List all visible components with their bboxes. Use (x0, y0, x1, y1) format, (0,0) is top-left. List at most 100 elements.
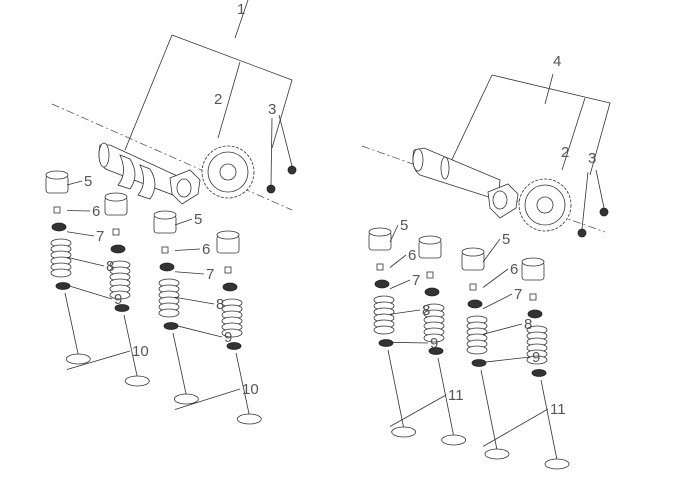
spring-coil (221, 328, 243, 338)
leader-line (482, 408, 549, 447)
cam-sprocket-left (201, 145, 255, 199)
leader-line (66, 231, 95, 237)
valve-shim (161, 246, 169, 254)
valve-stem (387, 349, 405, 429)
leader-line (389, 279, 411, 290)
callout-tappet: 5 (194, 211, 202, 228)
leader-line (174, 324, 223, 338)
spring-retainer (51, 222, 67, 232)
callout-tappet: 5 (502, 231, 510, 248)
valve-stem (123, 314, 138, 378)
callout-valve: 11 (448, 387, 464, 404)
camshaft-assembly-left: 1 2 3 (51, 0, 297, 211)
cam-sprocket-right (518, 178, 572, 232)
valve-stem (64, 292, 79, 356)
callout-shim: 6 (202, 241, 210, 258)
valve-stem (437, 357, 455, 437)
camshaft-right (412, 147, 519, 219)
callout-2-right: 2 (561, 144, 569, 161)
leader-line (389, 224, 399, 243)
spring-retainer (527, 309, 543, 319)
leader-line (174, 388, 241, 410)
tappet-top (521, 257, 545, 267)
spring-seat (55, 282, 71, 290)
callout-seat: 9 (114, 291, 122, 308)
callout-1: 1 (237, 1, 245, 18)
valve-stem (480, 369, 498, 451)
spring-coil (466, 345, 488, 355)
bolt-left (266, 114, 297, 194)
leader-line (66, 350, 131, 370)
valve-spring (50, 238, 72, 278)
valve-shim (529, 293, 537, 301)
callout-tappet: 5 (400, 217, 408, 234)
spring-seat (226, 342, 242, 350)
leader-line (174, 218, 193, 226)
spring-seat (531, 369, 547, 377)
callout-shim: 6 (510, 261, 518, 278)
spring-coil (373, 325, 395, 335)
spring-retainer (424, 287, 440, 297)
callout-3-left: 3 (268, 101, 276, 118)
callout-4: 4 (553, 53, 561, 70)
valve-stem (540, 379, 558, 461)
spring-seat (428, 347, 444, 355)
camshaft-left (98, 142, 201, 205)
leader-line (174, 248, 201, 251)
valve-head (391, 426, 417, 438)
spring-retainer (222, 282, 238, 292)
valve-spring (373, 295, 395, 335)
valve-head (441, 434, 467, 446)
valve-head (173, 393, 199, 405)
valve-spring (221, 298, 243, 338)
spring-seat (378, 339, 394, 347)
valve-shim (224, 266, 232, 274)
camshaft-assembly-right: 4 2 3 (361, 53, 611, 238)
leader-line (389, 309, 421, 315)
leader-line (482, 293, 513, 310)
valve-spring (466, 315, 488, 355)
callout-valve: 11 (550, 401, 566, 418)
spring-retainer (159, 262, 175, 272)
callout-spring: 8 (106, 258, 114, 275)
leader-line (174, 271, 205, 275)
leader-line (66, 284, 113, 300)
spring-retainer (110, 244, 126, 254)
valve-stem (172, 332, 187, 396)
callout-retainer: 7 (96, 228, 104, 245)
bolt-right (577, 169, 609, 238)
valve-head (236, 413, 262, 425)
spring-retainer (374, 279, 390, 289)
spring-seat (471, 359, 487, 367)
tappet-top (418, 235, 442, 245)
left-bank-valve-group: 56 789 10 (45, 170, 150, 387)
leader-line (66, 210, 91, 212)
valve-head (484, 448, 510, 460)
valve-head (124, 375, 150, 387)
callout-3-right: 3 (588, 150, 596, 167)
tappet-top (461, 247, 485, 257)
leader-line (174, 296, 215, 305)
spring-coil (109, 290, 131, 300)
callout-spring: 8 (216, 296, 224, 313)
callout-retainer: 7 (514, 286, 522, 303)
valve-head (65, 353, 91, 365)
callout-seat: 9 (224, 329, 232, 346)
callout-shim: 6 (92, 203, 100, 220)
callout-2-left: 2 (214, 91, 222, 108)
leader-line (482, 268, 509, 288)
callout-retainer: 7 (412, 272, 420, 289)
callout-valve: 10 (132, 343, 149, 360)
tappet-top (368, 227, 392, 237)
callout-valve: 10 (242, 381, 259, 398)
callout-seat: 9 (430, 335, 438, 352)
leader-line (482, 323, 523, 335)
valve-shim (376, 263, 384, 271)
callout-tappet: 5 (84, 173, 92, 190)
spring-coil (50, 268, 72, 278)
tappet-top (104, 192, 128, 202)
spring-seat (114, 304, 130, 312)
